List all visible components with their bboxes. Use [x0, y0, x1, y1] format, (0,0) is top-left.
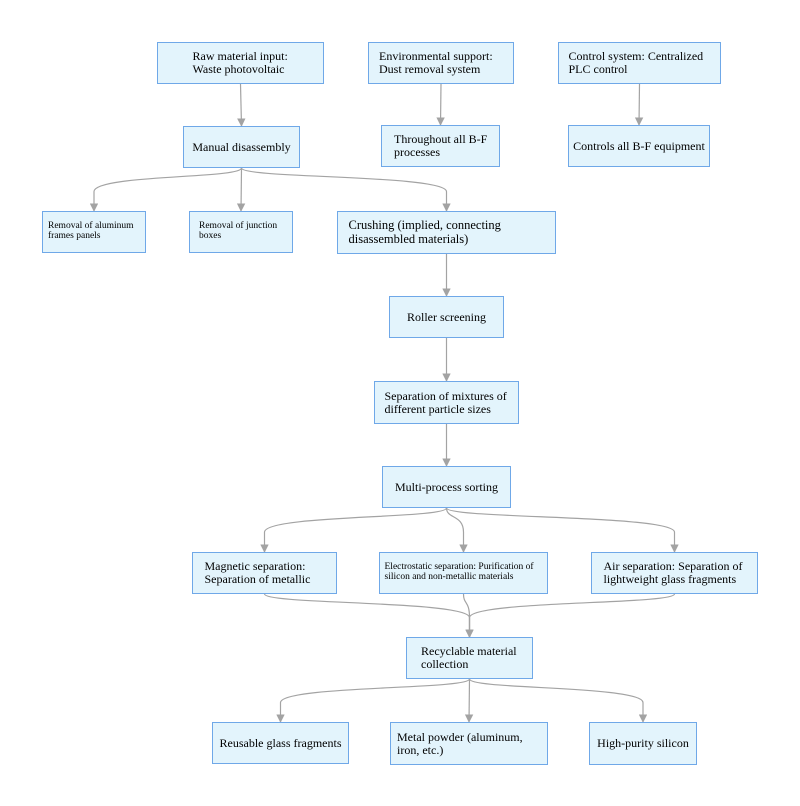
node-label: Environmental support: Dust removal syst…: [379, 49, 493, 76]
node-removal-junction-boxes: Removal of junction boxes: [189, 211, 293, 253]
node-label: Crushing (implied, connecting disassembl…: [348, 218, 501, 246]
node-throughout-all-processes: Throughout all B-F processes: [381, 125, 500, 167]
edge-magnetic-to-recyclable_collection: [263, 593, 474, 638]
edge-control_system-to-controls_bf: [634, 83, 644, 126]
node-reusable-glass-fragments: Reusable glass fragments: [212, 722, 349, 764]
node-label: Controls all B-F equipment: [573, 138, 705, 153]
node-controls-all-equipment: Controls all B-F equipment: [568, 125, 710, 167]
edge-multi_sorting-to-magnetic: [260, 507, 448, 553]
edge-env_support-to-throughout_bf: [436, 83, 445, 126]
node-roller-screening: Roller screening: [389, 296, 504, 338]
edge-manual_disassembly-to-crushing: [240, 167, 451, 212]
node-crushing: Crushing (implied, connecting disassembl…: [337, 211, 556, 254]
node-label: Separation of mixtures of different part…: [384, 388, 507, 416]
node-label: Throughout all B-F processes: [394, 132, 488, 159]
edge-raw_input-to-manual_disassembly: [237, 83, 246, 127]
node-label: Removal of junction boxes: [199, 221, 278, 241]
node-multi-process-sorting: Multi-process sorting: [382, 466, 511, 508]
node-control-system: Control system: Centralized PLC control: [558, 42, 721, 84]
node-label: Air separation: Separation of lightweigh…: [603, 559, 743, 586]
node-raw-material-input: Raw material input: Waste photovoltaic: [157, 42, 324, 84]
node-label: Recyclable material collection: [421, 644, 517, 671]
node-label: Electrostatic separation: Purification o…: [384, 562, 534, 582]
node-air-separation: Air separation: Separation of lightweigh…: [591, 552, 758, 594]
node-manual-disassembly: Manual disassembly: [183, 126, 300, 168]
node-label: Removal of aluminum frames panels: [48, 221, 134, 241]
node-label: Raw material input: Waste photovoltaic: [192, 49, 288, 76]
node-metal-powder: Metal powder (aluminum, iron, etc.): [390, 722, 548, 765]
edge-recyclable_collection-to-high_purity_silicon: [468, 678, 648, 723]
edge-multi_sorting-to-air_separation: [445, 507, 679, 553]
edge-recyclable_collection-to-metal_powder: [464, 678, 474, 723]
node-label: Reusable glass fragments: [219, 735, 342, 750]
node-separation-of-mixtures: Separation of mixtures of different part…: [374, 381, 519, 424]
edge-air_separation-to-recyclable_collection: [465, 593, 676, 638]
node-label: Manual disassembly: [192, 139, 291, 154]
edge-manual_disassembly-to-remove_aluminum: [89, 167, 243, 212]
node-label: Multi-process sorting: [395, 479, 498, 494]
node-environmental-support: Environmental support: Dust removal syst…: [368, 42, 514, 84]
edge-multi_sorting-to-electrostatic: [445, 507, 468, 553]
node-recyclable-material-collection: Recyclable material collection: [406, 637, 533, 679]
node-high-purity-silicon: High-purity silicon: [589, 722, 697, 765]
edge-manual_disassembly-to-remove_junction: [236, 167, 246, 212]
node-label: Roller screening: [407, 309, 486, 324]
node-label: High-purity silicon: [597, 736, 689, 751]
node-label: Magnetic separation: Separation of metal…: [204, 559, 311, 586]
node-label: Metal powder (aluminum, iron, etc.): [397, 729, 523, 757]
node-magnetic-separation: Magnetic separation: Separation of metal…: [192, 552, 337, 594]
node-electrostatic-separation: Electrostatic separation: Purification o…: [379, 552, 548, 594]
node-removal-aluminum-frames: Removal of aluminum frames panels: [42, 211, 146, 253]
node-label: Control system: Centralized PLC control: [568, 49, 704, 76]
edge-recyclable_collection-to-glass_fragments: [276, 678, 471, 723]
